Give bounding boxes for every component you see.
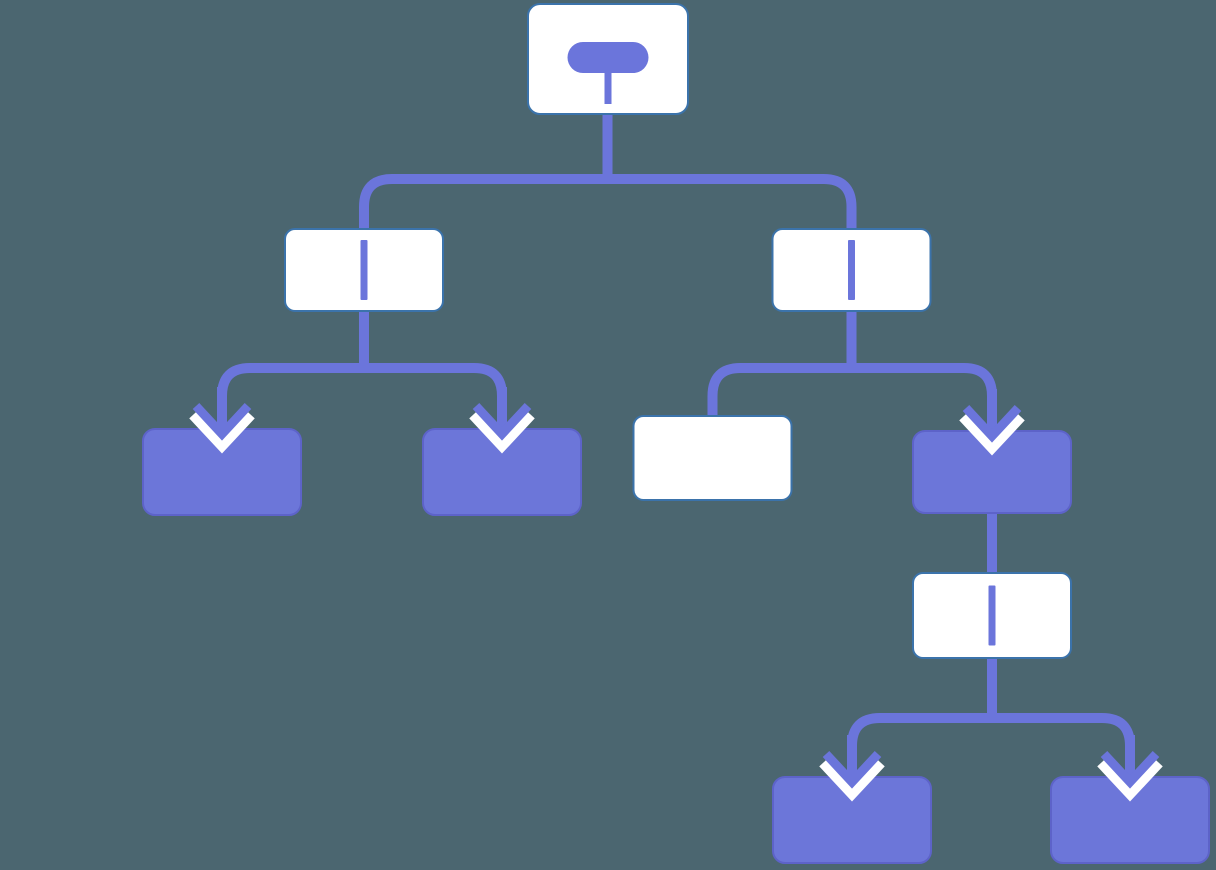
- level3-white-node[interactable]: [632, 415, 793, 501]
- topic-pill-placeholder: [567, 42, 649, 104]
- arrow-down-icon: [1097, 735, 1163, 802]
- decoration-layer: [360, 42, 996, 646]
- arrow-down-icon: [819, 735, 885, 802]
- arrow-chevron-white: [189, 409, 255, 454]
- node-layer: [142, 3, 1210, 864]
- arrow-down-icon: [189, 387, 255, 454]
- arrow-down-icon: [959, 389, 1025, 456]
- connector-level4-rail: [847, 713, 1135, 779]
- text-cursor-line: [848, 240, 855, 300]
- arrow-chevron-white: [959, 411, 1025, 456]
- connector-layer: [217, 110, 1135, 779]
- arrow-chevron-purple: [192, 402, 252, 441]
- arrow-chevron-purple: [962, 404, 1022, 443]
- arrow-chevron-white: [469, 409, 535, 454]
- text-cursor-line: [360, 240, 368, 300]
- connector-left-branch-rail: [217, 363, 507, 431]
- connector-level1-rail: [359, 174, 857, 231]
- arrow-down-icon: [469, 387, 535, 454]
- arrow-chevron-white: [1097, 757, 1163, 802]
- text-cursor-line: [988, 585, 996, 646]
- pill-stem: [604, 73, 612, 104]
- arrow-chevron-purple: [1100, 750, 1160, 789]
- pill-shape: [567, 42, 649, 73]
- arrow-layer: [189, 387, 1163, 802]
- connector-right-branch-rail: [707, 363, 997, 433]
- arrow-chevron-purple: [822, 750, 882, 789]
- arrow-chevron-purple: [472, 402, 532, 441]
- arrow-chevron-white: [819, 757, 885, 802]
